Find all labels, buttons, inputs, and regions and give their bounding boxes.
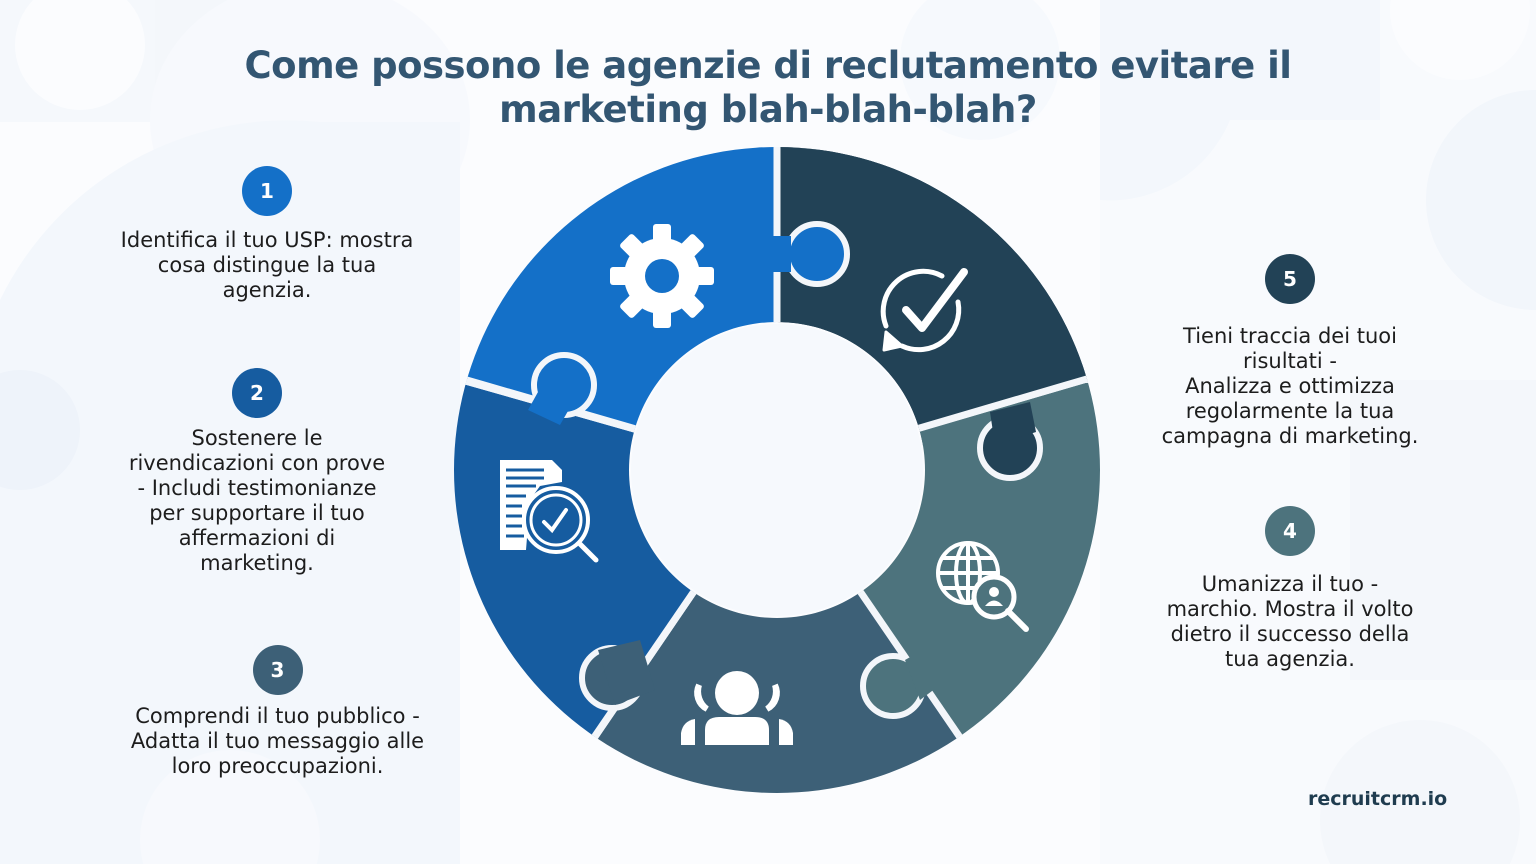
title-line-2: marketing blah-blah-blah?: [499, 88, 1037, 131]
gear-icon: [610, 224, 714, 328]
step-2-text: Sostenere le rivendicazioni con prove - …: [128, 426, 386, 575]
refresh-check-icon: [880, 268, 968, 353]
step-5: 5 Tieni traccia dei tuoi risultati - Ana…: [1120, 254, 1460, 449]
step-1: 1 Identifica il tuo USP: mostra cosa dis…: [62, 166, 472, 303]
people-group-icon: [681, 671, 793, 745]
step-5-text: Tieni traccia dei tuoi risultati - Anali…: [1161, 324, 1419, 448]
step-3-badge: 3: [252, 645, 303, 695]
step-4-badge: 4: [1265, 506, 1315, 556]
page-title: Come possono le agenzie di reclutamento …: [168, 44, 1368, 132]
globe-user-search-icon: [936, 541, 1029, 632]
step-2: 2 Sostenere le rivendicazioni con prove …: [62, 368, 452, 576]
brand-logo: recruitcrm.io: [1308, 788, 1448, 810]
puzzle-knob-1: [784, 221, 850, 287]
step-2-badge: 2: [232, 368, 282, 418]
step-3-text: Comprendi il tuo pubblico - Adatta il tu…: [130, 704, 425, 778]
document-search-check-icon: [500, 460, 599, 563]
title-line-1: Come possono le agenzie di reclutamento …: [244, 44, 1292, 87]
step-4: 4 Umanizza il tuo - marchio. Mostra il v…: [1120, 506, 1460, 672]
step-1-text: Identifica il tuo USP: mostra cosa disti…: [120, 228, 414, 302]
step-1-badge: 1: [242, 166, 292, 216]
step-3: 3 Comprendi il tuo pubblico - Adatta il …: [80, 645, 475, 779]
step-5-badge: 5: [1265, 254, 1315, 304]
center-hole: [631, 324, 923, 616]
step-4-text: Umanizza il tuo - marchio. Mostra il vol…: [1166, 572, 1414, 671]
